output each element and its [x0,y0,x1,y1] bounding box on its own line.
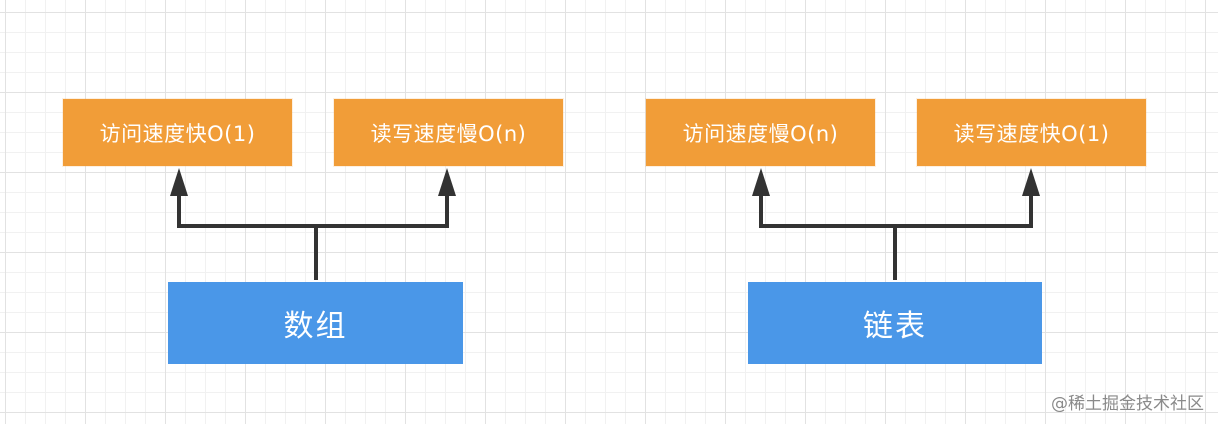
linkedlist-connector-group [759,194,1033,280]
linkedlist-root-box: 链表 [748,282,1042,364]
array-readwrite-speed-box: 读写速度慢O(n) [334,99,563,166]
array-readwrite-speed-label: 读写速度慢O(n) [370,121,527,146]
linkedlist-right-arrowhead [1022,168,1040,196]
linkedlist-access-speed-box: 访问速度慢O(n) [646,99,875,166]
array-root-label: 数组 [283,309,348,344]
array-right-arrowhead [438,168,456,196]
watermark-text: @稀土掘金技术社区 [1051,394,1204,414]
array-access-speed-box: 访问速度快O(1) [63,99,292,166]
array-left-arrowhead [170,168,188,196]
array-connector-group [177,194,449,280]
linkedlist-access-speed-label: 访问速度慢O(n) [682,121,839,146]
linkedlist-root-label: 链表 [863,309,927,344]
linkedlist-left-arrowhead [752,168,770,196]
linkedlist-readwrite-speed-box: 读写速度快O(1) [917,99,1146,166]
array-access-speed-label: 访问速度快O(1) [99,121,256,146]
array-root-box: 数组 [168,282,463,364]
linkedlist-readwrite-speed-label: 读写速度快O(1) [953,121,1110,146]
